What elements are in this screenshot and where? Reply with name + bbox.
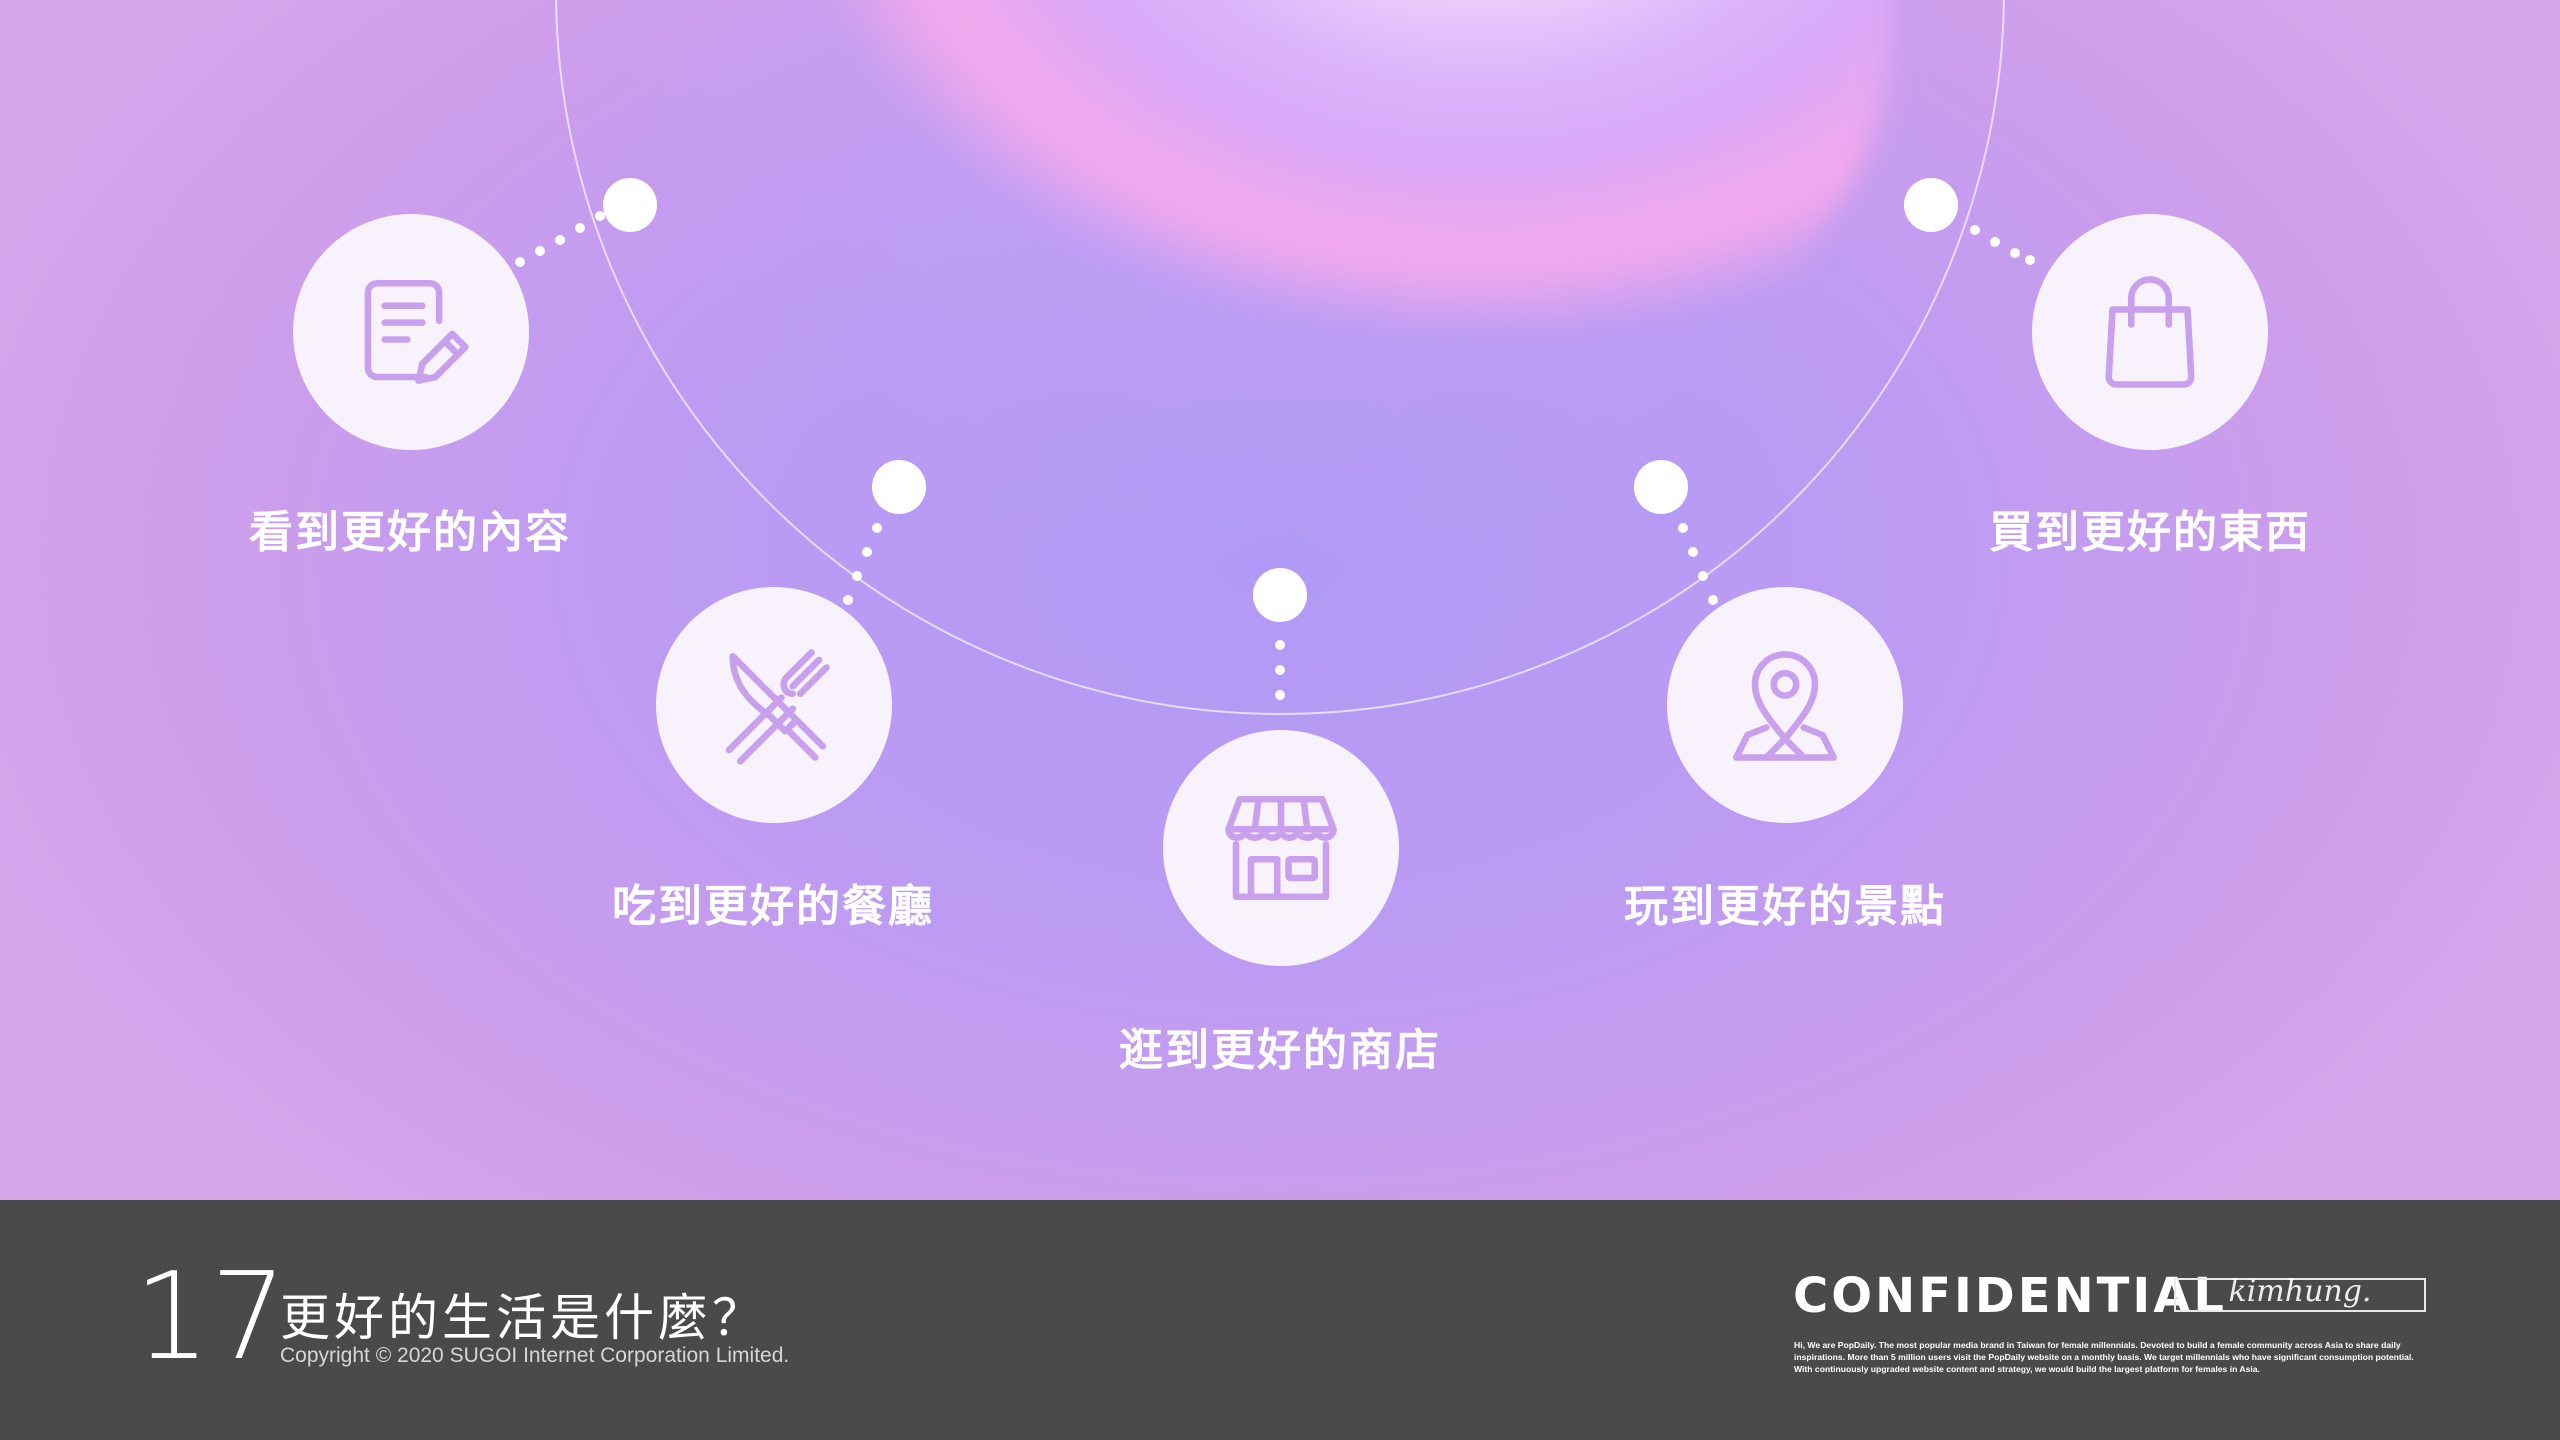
shopping-bag-icon	[2105, 276, 2195, 388]
page-title: 更好的生活是什麼？	[280, 1289, 766, 1347]
dotted-connectors	[515, 211, 2035, 700]
restaurant-item-circle	[656, 587, 892, 823]
goods-item-circle	[2032, 214, 2268, 450]
confidential-label: CONFIDENTIAL	[1793, 1268, 2227, 1324]
arc-nodes	[603, 178, 1958, 622]
storefront-icon	[1225, 795, 1337, 901]
restaurant-item-label: 吃到更好的餐廳	[612, 881, 934, 932]
signature: kimhung.	[2228, 1274, 2372, 1309]
slide-body: 看到更好的內容 吃到更好的餐廳	[249, 0, 2311, 1076]
arc-line	[555, 0, 2005, 715]
signature-box: kimhung.	[2174, 1274, 2426, 1312]
utensils-icon	[725, 649, 830, 765]
timeline-arc	[515, 0, 2035, 715]
spot-item-circle	[1667, 587, 1903, 823]
store-item-circle	[1163, 730, 1399, 966]
goods-item-label: 買到更好的東西	[1989, 507, 2311, 558]
spot-item-label: 玩到更好的景點	[1624, 881, 1946, 932]
footer	[0, 1200, 2560, 1440]
content-item-circle	[293, 214, 529, 450]
map-pin-icon	[1732, 651, 1838, 761]
copyright-text: Copyright © 2020 SUGOI Internet Corporat…	[280, 1344, 790, 1367]
page-number: 17	[134, 1248, 287, 1387]
note-edit-icon	[364, 279, 469, 385]
store-item-label: 逛到更好的商店	[1119, 1025, 1441, 1076]
about-text: Hi, We are PopDaily. The most popular me…	[1794, 1340, 2414, 1374]
content-item-label: 看到更好的內容	[249, 507, 571, 558]
